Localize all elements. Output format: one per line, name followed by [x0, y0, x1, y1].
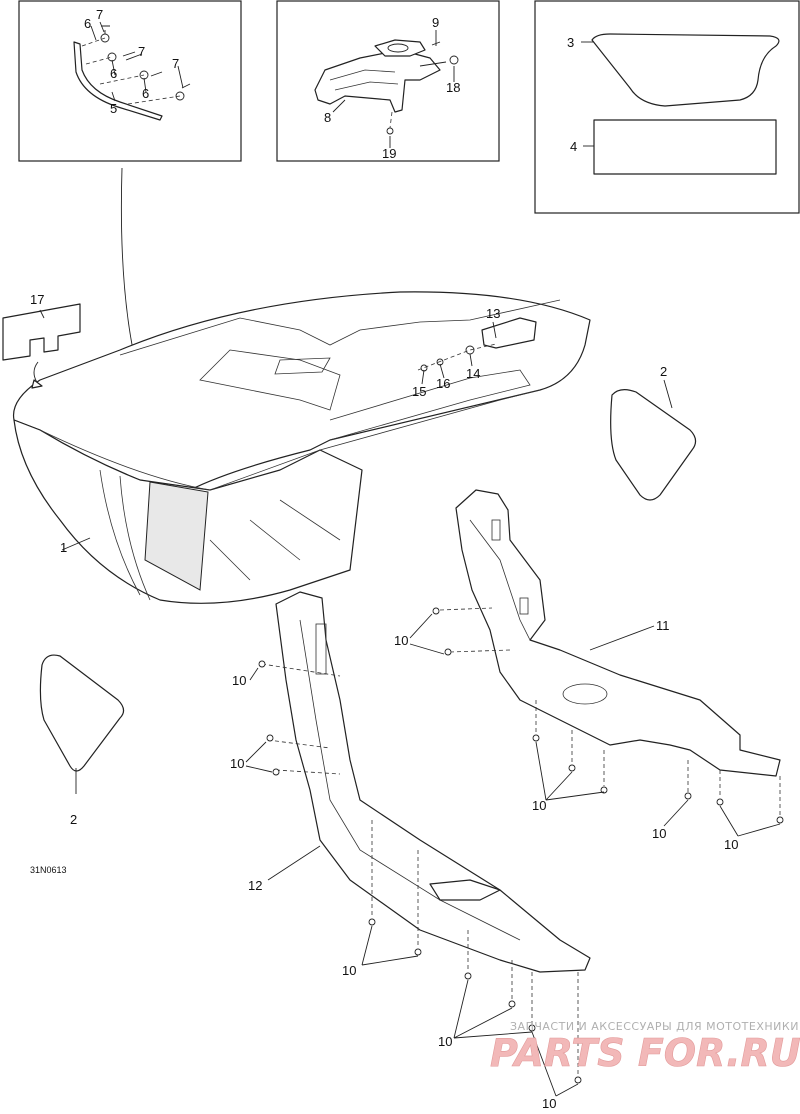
callout-1: 1 [60, 540, 67, 555]
callout-10-f: 10 [724, 837, 738, 852]
console-part-8 [314, 49, 441, 113]
callout-10-d: 10 [532, 798, 546, 813]
callout-8: 8 [324, 110, 331, 125]
callout-3: 3 [567, 35, 574, 50]
callout-11: 11 [656, 618, 670, 633]
callout-17: 17 [30, 292, 44, 307]
callout-12: 12 [248, 878, 262, 893]
callout-10-g: 10 [342, 963, 356, 978]
callout-7-top: 7 [96, 7, 103, 22]
callout-10-e: 10 [652, 826, 666, 841]
callout-13: 13 [486, 306, 500, 321]
frame-part-11 [439, 489, 781, 777]
callout-7-right: 7 [172, 56, 179, 71]
leader-lines [39, 21, 781, 1097]
callout-19: 19 [382, 146, 396, 161]
callout-6-top: 6 [84, 16, 91, 31]
callout-14: 14 [466, 366, 480, 381]
watermark-brand: PARTS FOR.RU [490, 1031, 800, 1075]
callout-10-c: 10 [230, 756, 244, 771]
callout-10-a: 10 [394, 633, 408, 648]
callout-18: 18 [446, 80, 460, 95]
callout-2-left: 2 [70, 812, 77, 827]
trim-strip-part-5 [73, 41, 163, 121]
callout-10-i: 10 [542, 1096, 556, 1111]
inset-box-trim [18, 0, 242, 162]
callout-10-b: 10 [232, 673, 246, 688]
drawing-code: 31N0613 [30, 865, 67, 875]
rail-part-12 [261, 591, 591, 973]
side-panel-part-2-right [610, 389, 697, 501]
callout-2-right: 2 [660, 364, 667, 379]
body-shell-part-1 [12, 291, 591, 604]
bracket-part-13 [481, 317, 537, 349]
callout-labels: 1 2 2 3 4 5 6 6 6 7 7 7 8 9 10 10 10 10 … [30, 7, 738, 1111]
pad-part-17 [2, 303, 81, 361]
callout-4: 4 [570, 139, 577, 154]
side-panel-part-2-left [39, 654, 125, 772]
callout-7-mid: 7 [138, 44, 145, 59]
bolt-group-part-10 [258, 607, 784, 1084]
callout-6-mid: 6 [110, 66, 117, 81]
watermark-tagline: ЗАПЧАСТИ И АКСЕССУАРЫ ДЛЯ МОТОТЕХНИКИ [510, 1020, 799, 1033]
callout-9: 9 [432, 15, 439, 30]
inset-box-decals [534, 0, 800, 214]
decal-part-3 [591, 33, 780, 107]
callout-15: 15 [412, 384, 426, 399]
callout-10-h: 10 [438, 1034, 452, 1049]
inset-box-console [276, 0, 500, 162]
callout-6-low: 6 [142, 86, 149, 101]
callout-5: 5 [110, 101, 117, 116]
watermark: ЗАПЧАСТИ И АКСЕССУАРЫ ДЛЯ МОТОТЕХНИКИ PA… [490, 1020, 800, 1075]
decal-part-4 [593, 119, 777, 175]
callout-16: 16 [436, 376, 450, 391]
